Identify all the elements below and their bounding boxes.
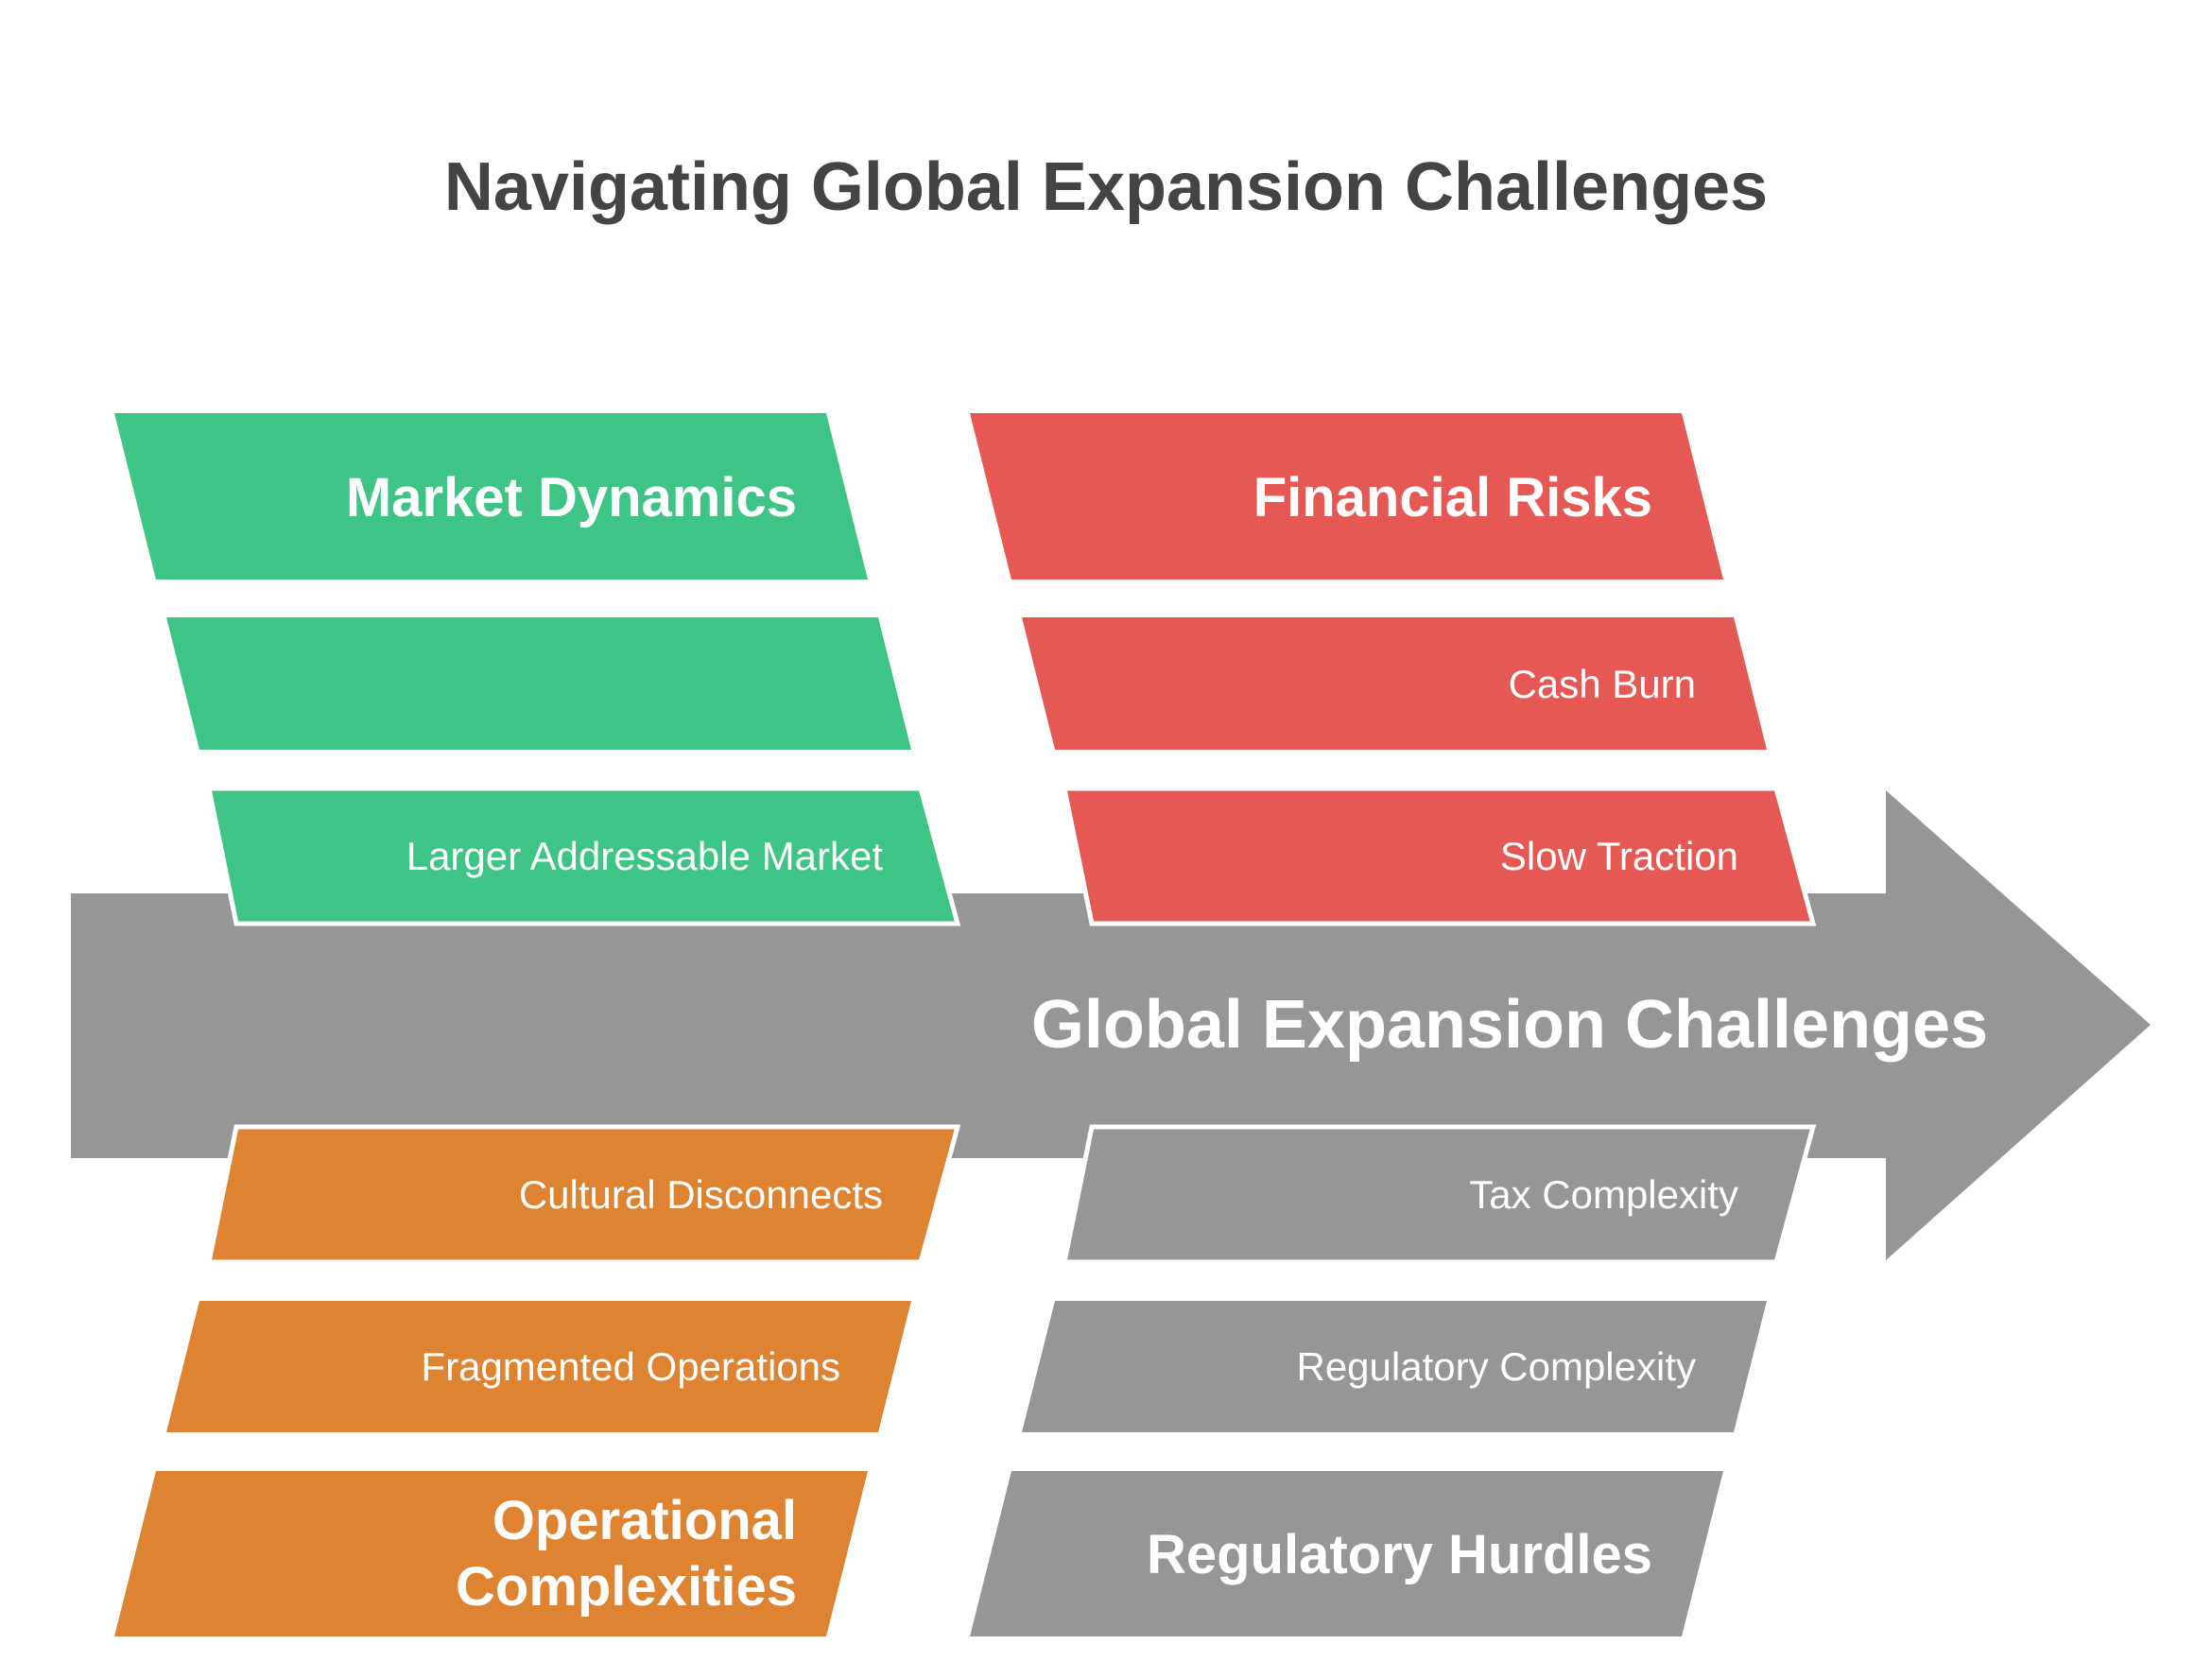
- operational-complexities-heading-box: [114, 1471, 868, 1636]
- financial-risks-item-1: Cash Burn: [1509, 662, 1696, 706]
- financial-risks-item-box-2: [1061, 786, 1817, 926]
- regulatory-hurdles-item-box-2: [1022, 1301, 1767, 1432]
- regulatory-hurdles-heading: Regulatory Hurdles: [1147, 1524, 1652, 1585]
- financial-risks-item-box-1: [1022, 617, 1767, 750]
- financial-risks-heading-box: [970, 413, 1723, 580]
- market-dynamics-heading-box: [114, 413, 868, 580]
- operational-complexities-item-2: Fragmented Operations: [421, 1344, 840, 1389]
- operational-complexities-item-1: Cultural Disconnects: [519, 1172, 883, 1217]
- market-dynamics-item-box-1: [166, 617, 911, 750]
- market-dynamics-item-2: Larger Addressable Market: [406, 834, 884, 878]
- market-dynamics-item-box-2: [205, 786, 961, 926]
- operational-complexities-heading-line-1: Operational: [493, 1490, 797, 1551]
- operational-complexities-item-box-1: [205, 1124, 961, 1265]
- regulatory-hurdles-item-1: Tax Complexity: [1469, 1172, 1738, 1217]
- operational-complexities-heading-line-2: Complexities: [456, 1556, 797, 1618]
- financial-risks-item-2: Slow Traction: [1500, 834, 1738, 878]
- regulatory-hurdles-item-2: Regulatory Complexity: [1296, 1344, 1696, 1389]
- page-title: Navigating Global Expansion Challenges: [444, 149, 1768, 225]
- market-dynamics-heading: Market Dynamics: [346, 467, 797, 528]
- financial-risks-heading: Financial Risks: [1253, 467, 1652, 528]
- regulatory-hurdles-item-box-1: [1061, 1124, 1817, 1265]
- spine-label: Global Expansion Challenges: [1031, 987, 1988, 1063]
- operational-complexities-item-box-2: [166, 1301, 911, 1432]
- regulatory-hurdles-heading-box: [970, 1471, 1723, 1636]
